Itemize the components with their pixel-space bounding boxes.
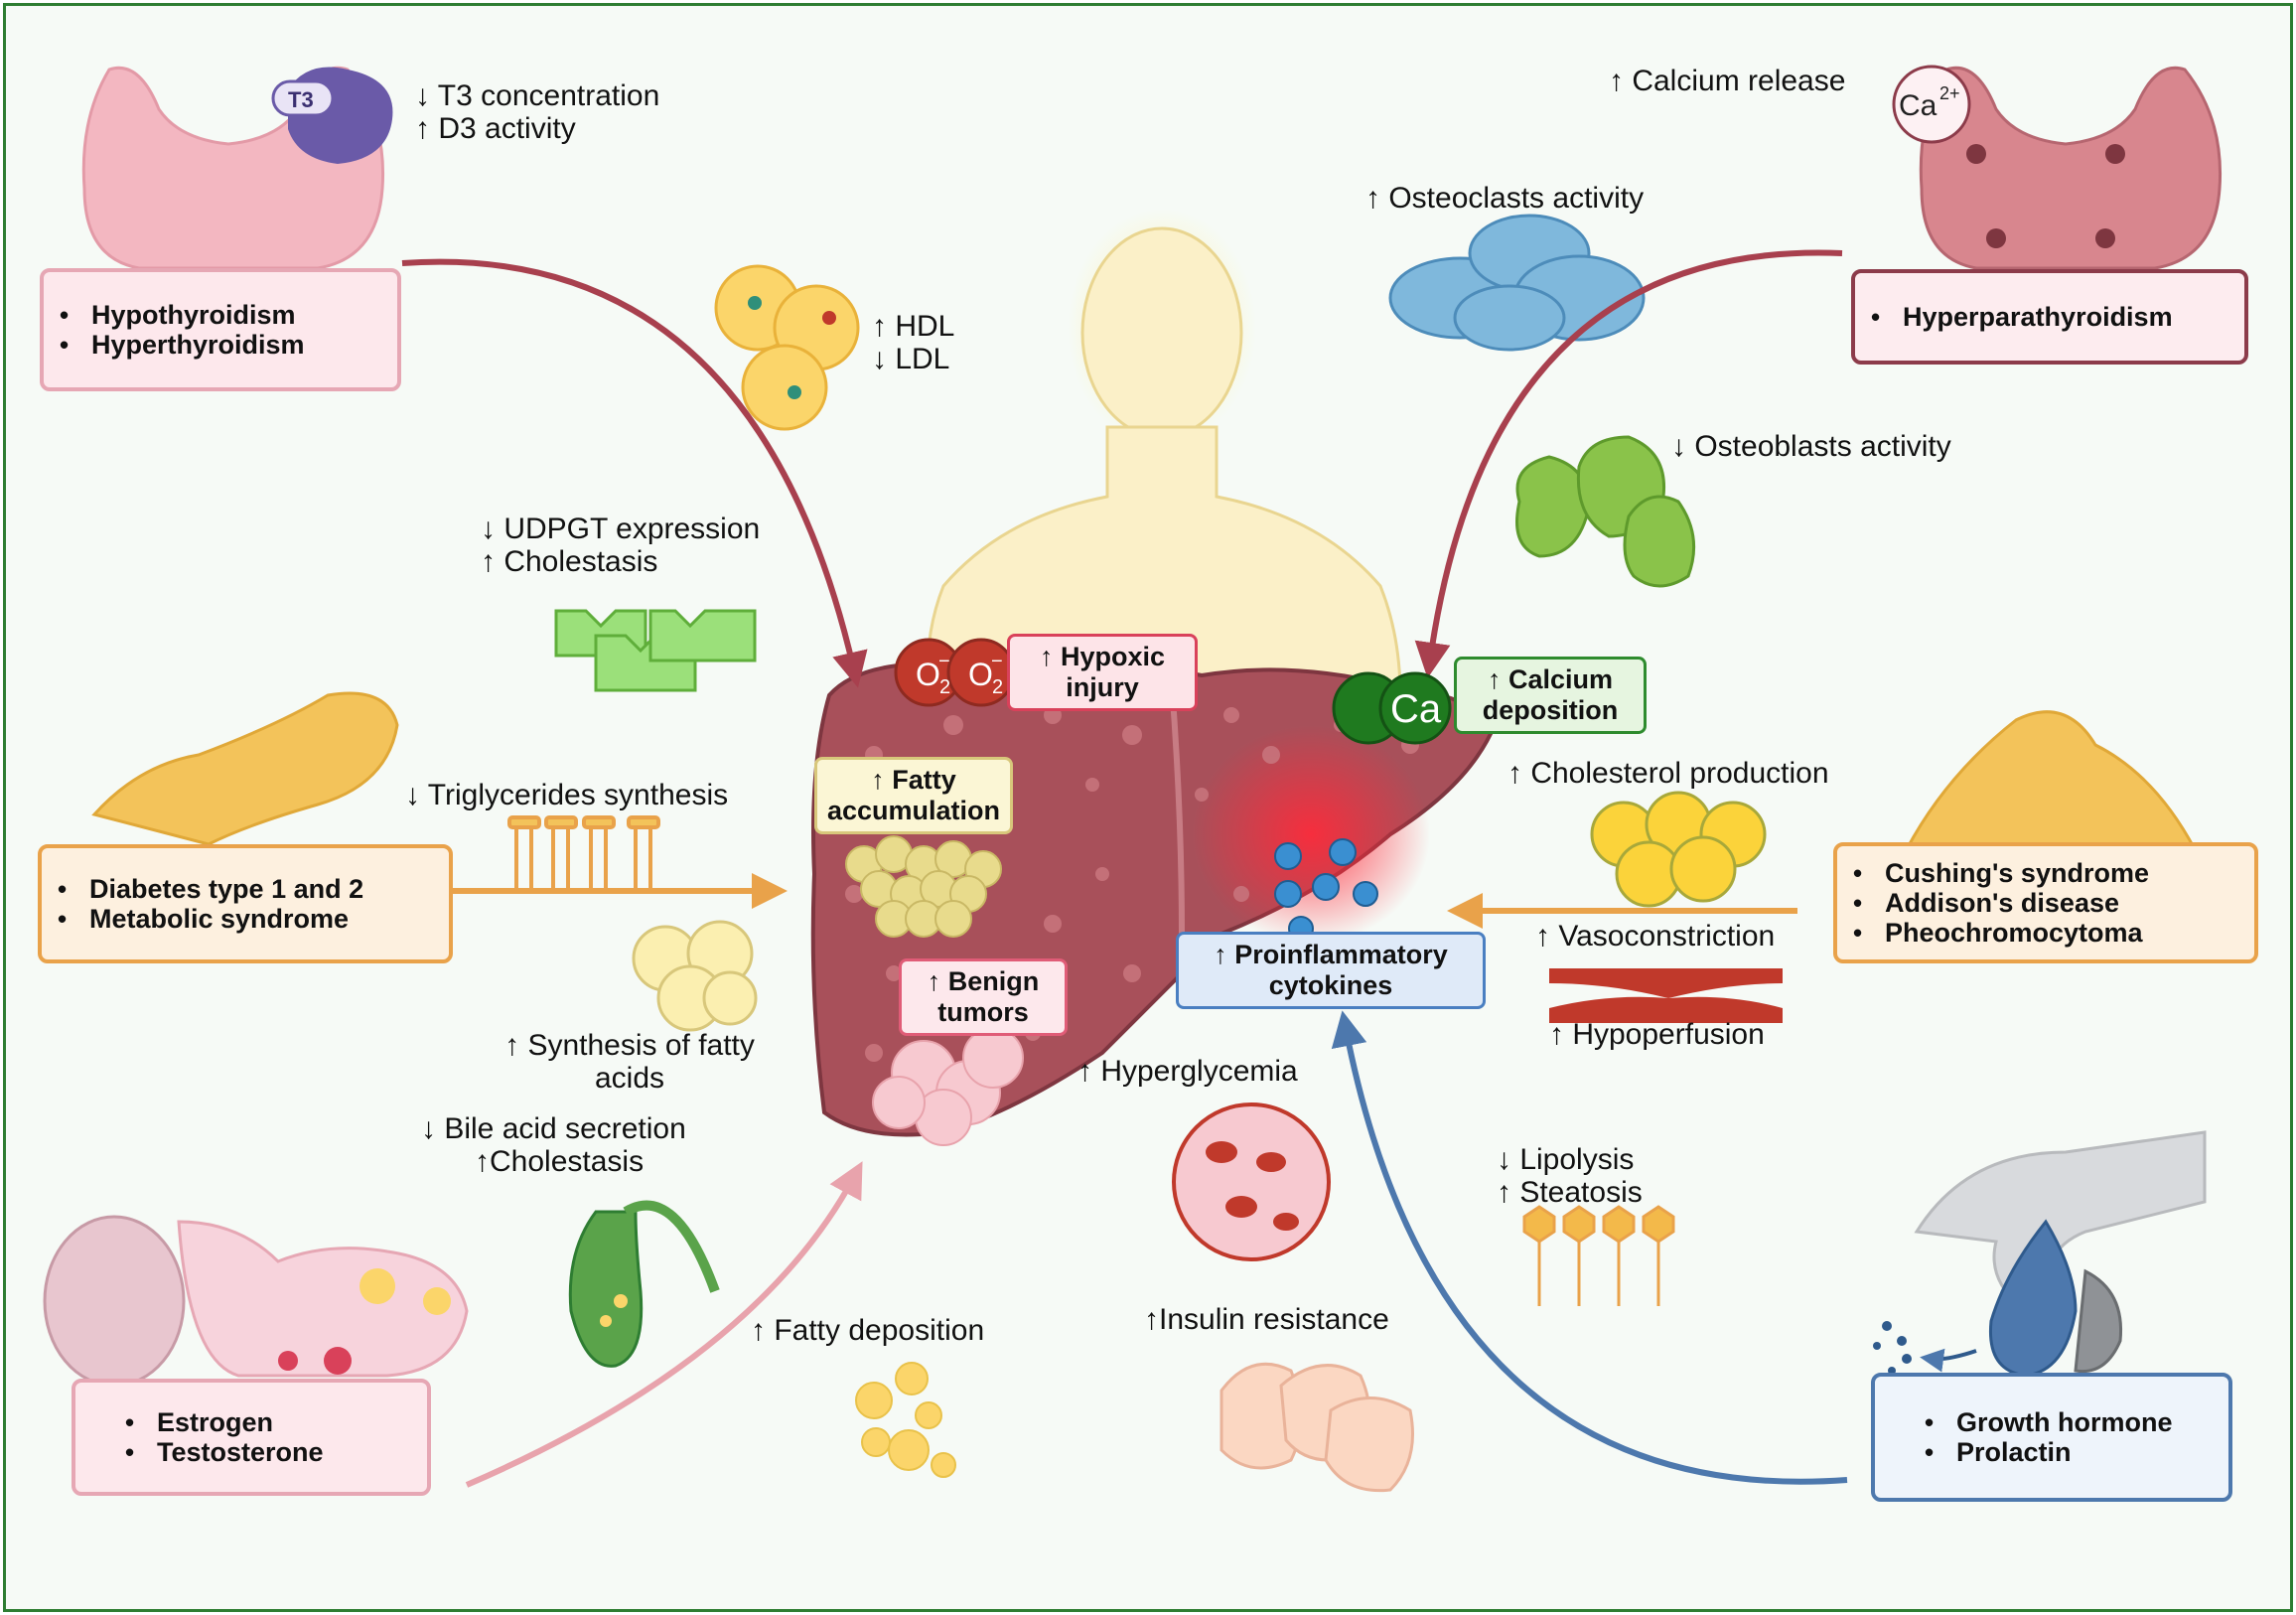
insulin-resistance-label: ↑Insulin resistance [1144, 1303, 1389, 1336]
parathyroid-disorders-box: Hyperparathyroidism [1851, 269, 2248, 365]
fat-droplets-icon [855, 1362, 956, 1478]
o2-sub-1: 2 [939, 676, 950, 698]
o2-sub-2: 2 [992, 676, 1003, 698]
box-item: Growth hormone [1925, 1407, 2228, 1437]
d3-activity-label: ↑ D3 activity [415, 112, 576, 145]
o2-sup-1: − [938, 651, 950, 672]
fatty-deposition-label: ↑ Fatty deposition [751, 1314, 985, 1347]
tag-line: ↑ Proinflammatory [1214, 940, 1448, 969]
o2-sup-2: − [991, 651, 1003, 672]
tag-line: injury [1066, 672, 1139, 702]
red-blood-cells-icon [1172, 1102, 1331, 1261]
steatosis-label: ↑ Steatosis [1497, 1176, 1643, 1209]
gallbladder-icon [568, 1200, 720, 1368]
ldl-label: ↓ LDL [872, 343, 950, 375]
pituitary-to-liver-arrow [1331, 1010, 1848, 1485]
adrenal-disorders-box: Cushing's syndrome Addison's disease Phe… [1833, 842, 2258, 963]
box-item: Hypothyroidism [60, 300, 397, 330]
tag-line: ↑ Benign [927, 966, 1040, 996]
vasoconstriction-label: ↑ Vasoconstriction [1535, 920, 1776, 953]
ca-badge-text: Ca [1899, 89, 1937, 122]
box-item: Cushing's syndrome [1853, 858, 2254, 888]
triglycerides-label: ↓ Triglycerides synthesis [405, 779, 729, 811]
tag-line: deposition [1482, 695, 1619, 725]
cholesterol-label: ↑ Cholesterol production [1507, 757, 1829, 790]
triglyceride-icon [507, 815, 660, 889]
box-item: Estrogen [125, 1407, 427, 1437]
blood-vessel-icon [1549, 968, 1783, 1023]
box-item: Testosterone [125, 1437, 427, 1467]
osteoblasts-label: ↓ Osteoblasts activity [1671, 430, 1951, 463]
hypoperfusion-label: ↑ Hypoperfusion [1549, 1018, 1765, 1051]
tag-line: accumulation [826, 796, 1001, 825]
box-item: Metabolic syndrome [58, 904, 449, 934]
hdl-label: ↑ HDL [872, 310, 955, 343]
lipolysis-label: ↓ Lipolysis [1497, 1143, 1635, 1176]
parathyroid-to-liver-arrow [1414, 249, 1843, 678]
cholestasis-label-1: ↑ Cholestasis [481, 545, 658, 578]
o2-label-2: O [968, 657, 993, 692]
osteoclasts-label: ↑ Osteoclasts activity [1365, 182, 1645, 215]
hyperglycemia-label: ↑ Hyperglycemia [1077, 1055, 1298, 1088]
cholesterol-icon [1590, 791, 1767, 908]
fatty-accumulation-tag: ↑ Fatty accumulation [814, 757, 1013, 834]
udpgt-enzyme-icon [554, 609, 757, 692]
pancreatic-disorders-box: Diabetes type 1 and 2 Metabolic syndrome [38, 844, 453, 963]
box-item: Addison's disease [1853, 888, 2254, 918]
tag-line: ↑ Hypoxic [1039, 642, 1166, 671]
osteoblast-icon [1515, 435, 1696, 588]
oxygen-radical-icon: O 2 − O 2 − [894, 638, 1016, 707]
benign-tumors-tag: ↑ Benign tumors [899, 958, 1068, 1036]
o2-label-1: O [916, 657, 940, 692]
box-item: Prolactin [1925, 1437, 2228, 1467]
pituitary-illustration [1873, 1130, 2207, 1378]
adrenal-illustration [1904, 710, 2198, 851]
box-item: Pheochromocytoma [1853, 918, 2254, 948]
gonads-illustration [43, 1215, 469, 1388]
tag-line: cytokines [1268, 970, 1393, 1000]
parathyroid-illustration [1919, 67, 2223, 270]
tag-line: ↑ Calcium [1487, 664, 1614, 694]
pituitary-hormones-box: Growth hormone Prolactin [1871, 1373, 2232, 1502]
lipoprotein-icon [714, 264, 860, 431]
calcium-sphere-icon: Ca [1332, 671, 1452, 745]
ca-liver-label: Ca [1390, 687, 1442, 731]
t3-concentration-label: ↓ T3 concentration [415, 79, 660, 112]
adipocyte-icon [632, 920, 758, 1032]
t3-protein-icon [271, 67, 393, 164]
lipid-chain-icon [1522, 1205, 1675, 1306]
box-item: Hyperparathyroidism [1871, 302, 2244, 332]
tag-line: tumors [937, 997, 1029, 1027]
pancreas-illustration [91, 691, 399, 846]
insulin-cells-icon [1220, 1362, 1414, 1493]
hypoxic-injury-tag: ↑ Hypoxic injury [1007, 634, 1198, 711]
thyroid-disorders-box: Hypothyroidism Hyperthyroidism [40, 268, 401, 391]
human-figure [926, 209, 1402, 697]
box-item: Diabetes type 1 and 2 [58, 874, 449, 904]
tag-line: ↑ Fatty [871, 765, 956, 795]
box-item: Hyperthyroidism [60, 330, 397, 360]
calcium-release-label: ↑ Calcium release [1609, 65, 1846, 97]
gonads-to-liver-arrow [465, 1161, 863, 1488]
calcium-deposition-tag: ↑ Calcium deposition [1454, 657, 1647, 734]
osteoclast-icon [1388, 214, 1646, 352]
thyroid-to-liver-arrow [401, 258, 868, 688]
fatty-acids-line-1: ↑ Synthesis of fatty [504, 1029, 755, 1062]
calcium-ion-icon [1892, 65, 1971, 144]
sex-hormones-box: Estrogen Testosterone [72, 1379, 431, 1496]
cholestasis-label-2: ↑Cholestasis [475, 1145, 645, 1178]
fatty-acids-line-2: acids [594, 1062, 665, 1095]
udpgt-label: ↓ UDPGT expression [481, 513, 761, 545]
fatty-acids-label: ↑ Synthesis of fatty acids [481, 1029, 779, 1095]
t3-badge-text: T3 [288, 87, 314, 112]
ca-badge-charge: 2+ [1939, 83, 1960, 103]
bile-acid-label: ↓ Bile acid secretion [421, 1112, 686, 1145]
proinflammatory-cytokines-tag: ↑ Proinflammatory cytokines [1176, 932, 1486, 1009]
